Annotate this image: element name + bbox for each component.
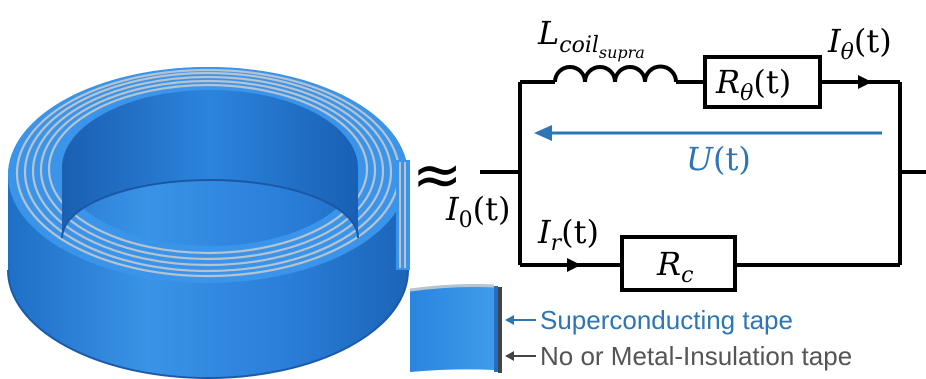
- coil-inner-edge: [61, 179, 359, 239]
- resistor-theta-main: R: [715, 63, 740, 101]
- legend-arrowhead-super: [505, 315, 514, 325]
- legend-arrowhead-insulation: [505, 351, 514, 361]
- current-theta-main: I: [827, 22, 842, 60]
- resistor-theta-label: Rθ(t): [715, 63, 791, 106]
- tape-superconducting-layer: [494, 286, 498, 372]
- current-theta-sub: θ: [841, 40, 854, 65]
- tape-top-edge: [409, 284, 495, 292]
- current-radial-arg: (t): [561, 213, 599, 251]
- inductor-label-main: L: [537, 14, 559, 52]
- approx-symbol: ≈: [412, 140, 462, 210]
- legend-insulation: No or Metal-Insulation tape: [540, 341, 852, 371]
- inductor-label: Lcoilsupra: [537, 14, 645, 62]
- inductor-label-sub: coil: [559, 33, 599, 58]
- arrow-radial-current: [567, 258, 581, 272]
- resistor-contact-sub: c: [681, 263, 693, 288]
- arrow-theta-current: [858, 75, 872, 89]
- resistor-theta-arg: (t): [753, 63, 791, 101]
- inductor-symbol: [553, 64, 678, 83]
- voltage-label: U(t): [686, 140, 751, 178]
- current-total-main: I: [445, 190, 460, 228]
- current-theta-label: Iθ(t): [827, 22, 892, 65]
- resistor-contact-box: [620, 235, 737, 292]
- current-total-label: I0(t): [445, 190, 510, 233]
- voltage-main: U: [686, 140, 714, 178]
- current-radial-main: I: [537, 213, 552, 251]
- coil-tape-end: [396, 160, 410, 270]
- voltage-arrow-head: [534, 125, 552, 141]
- coil-winding: [47, 83, 369, 255]
- current-total-arg: (t): [473, 190, 511, 228]
- inductor-label-subsub: supra: [599, 43, 645, 62]
- current-radial-sub: r: [551, 231, 563, 256]
- resistor-contact-main: R: [656, 245, 681, 283]
- resistor-contact-label: Rc: [656, 245, 693, 288]
- legend-superconducting: Superconducting tape: [540, 305, 793, 335]
- tape-insulation-layer: [498, 287, 502, 373]
- resistor-theta-sub: θ: [740, 81, 753, 106]
- current-theta-arg: (t): [854, 22, 892, 60]
- tape-face: [410, 285, 494, 372]
- coil-bottom-edge: [7, 269, 409, 379]
- coil-illustration: [7, 67, 410, 379]
- circuit: [480, 55, 926, 292]
- coil-inner-wall: [62, 90, 358, 238]
- voltage-arg: (t): [713, 140, 751, 178]
- coil-top-face: [8, 67, 408, 283]
- coil-winding: [23, 71, 393, 273]
- tape-sample: [409, 284, 502, 373]
- resistor-theta-box: [703, 55, 822, 109]
- coil-winding: [31, 75, 385, 267]
- coil-winding: [39, 79, 377, 261]
- current-total-sub: 0: [459, 208, 473, 233]
- current-radial-label: Ir(t): [537, 213, 599, 256]
